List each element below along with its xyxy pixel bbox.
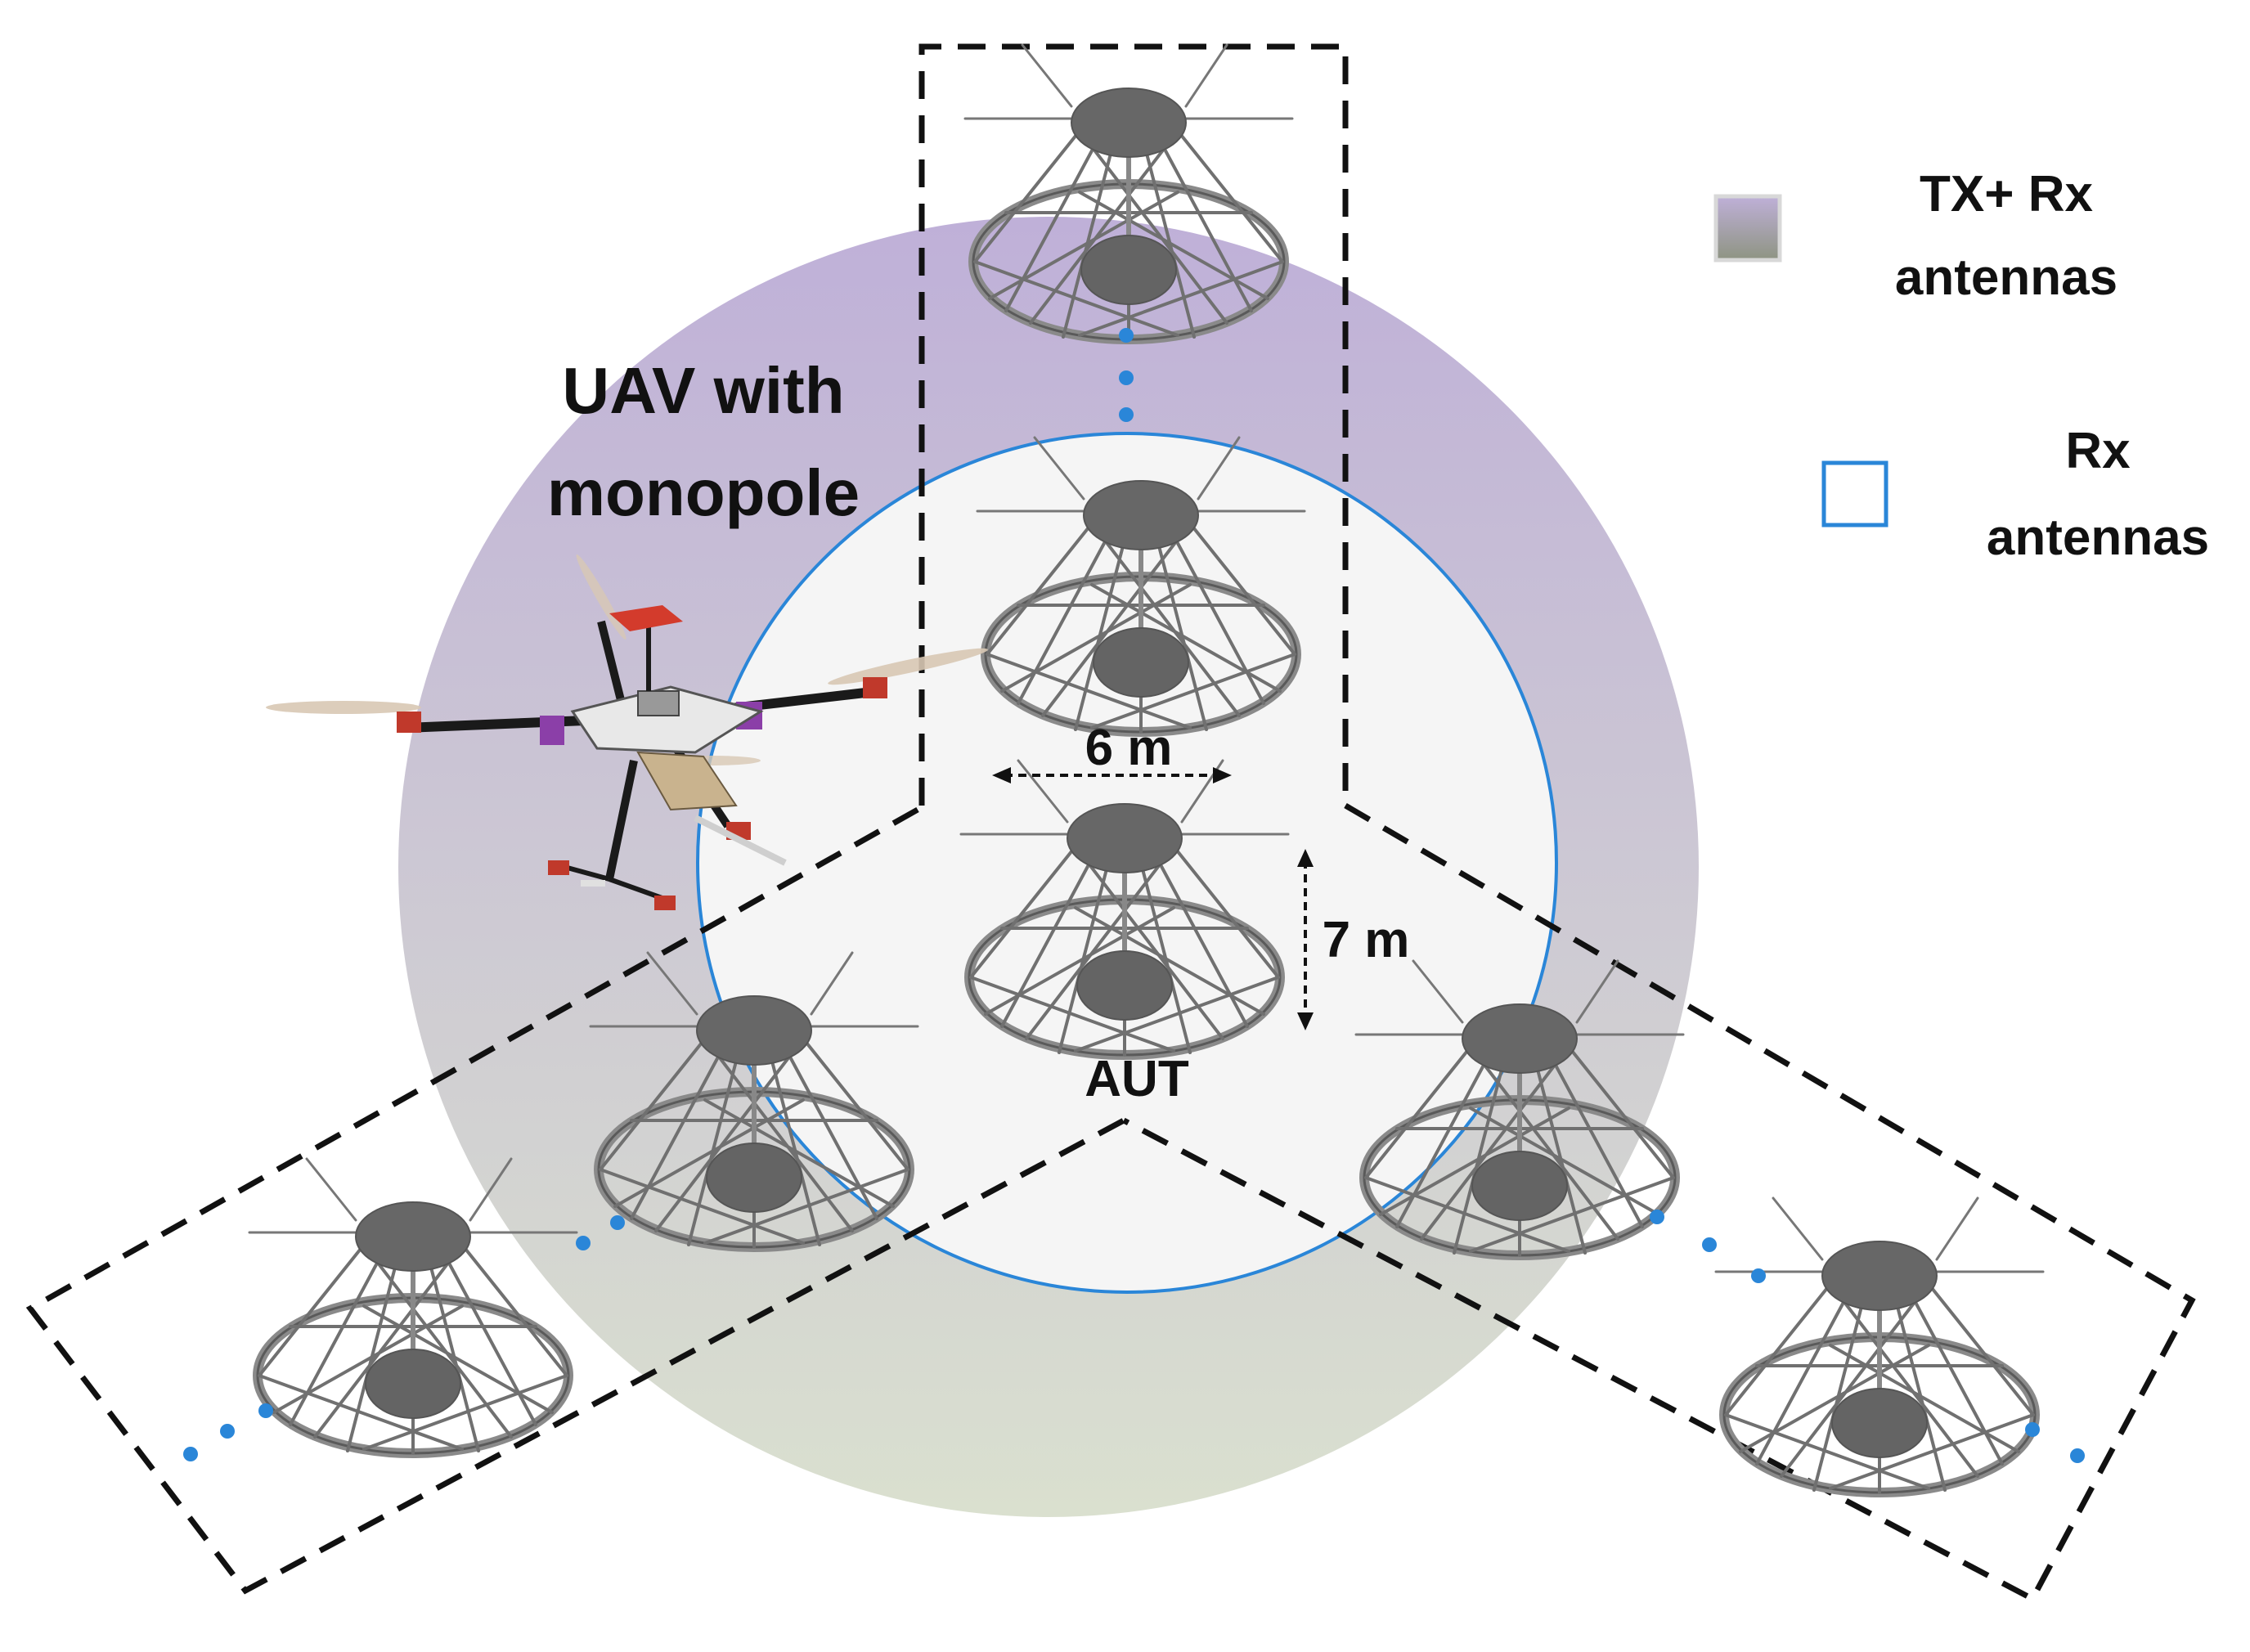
- quadcopter-drone-icon: [266, 554, 988, 910]
- antenna-right-far-icon: [1716, 1198, 2043, 1493]
- uav-label-line1: UAV with: [562, 354, 844, 427]
- arrowhead-down-icon: [1297, 1012, 1314, 1030]
- distance-6m-label: 6 m: [1085, 720, 1173, 776]
- dashed-arm-left: [25, 806, 1125, 1595]
- legend-txrx-line1: TX+ Rx: [1920, 166, 2093, 222]
- arrowhead-left-icon: [992, 767, 1011, 783]
- legend-txrx-line2: antennas: [1895, 249, 2118, 306]
- distance-7m-label: 7 m: [1323, 912, 1410, 968]
- dashed-array-outlines: [25, 43, 2196, 1603]
- legend-txrx-swatch: [1713, 194, 1782, 263]
- dashed-arm-top: [918, 43, 1349, 806]
- aut-label: AUT: [1085, 1051, 1189, 1107]
- dashed-arm-right: [1122, 802, 2196, 1603]
- legend: TX+ Rx antennas Rx antennas: [1713, 166, 2209, 566]
- antenna-top-far-icon: [965, 45, 1292, 339]
- arrowhead-up-icon: [1297, 849, 1314, 867]
- legend-rx-line1: Rx: [2065, 423, 2131, 479]
- uav-label-line2: monopole: [547, 456, 860, 529]
- arrowhead-right-icon: [1213, 767, 1232, 783]
- legend-rx-swatch: [1821, 460, 1888, 527]
- legend-rx-line2: antennas: [1987, 510, 2209, 566]
- continuation-dots: [183, 328, 2085, 1463]
